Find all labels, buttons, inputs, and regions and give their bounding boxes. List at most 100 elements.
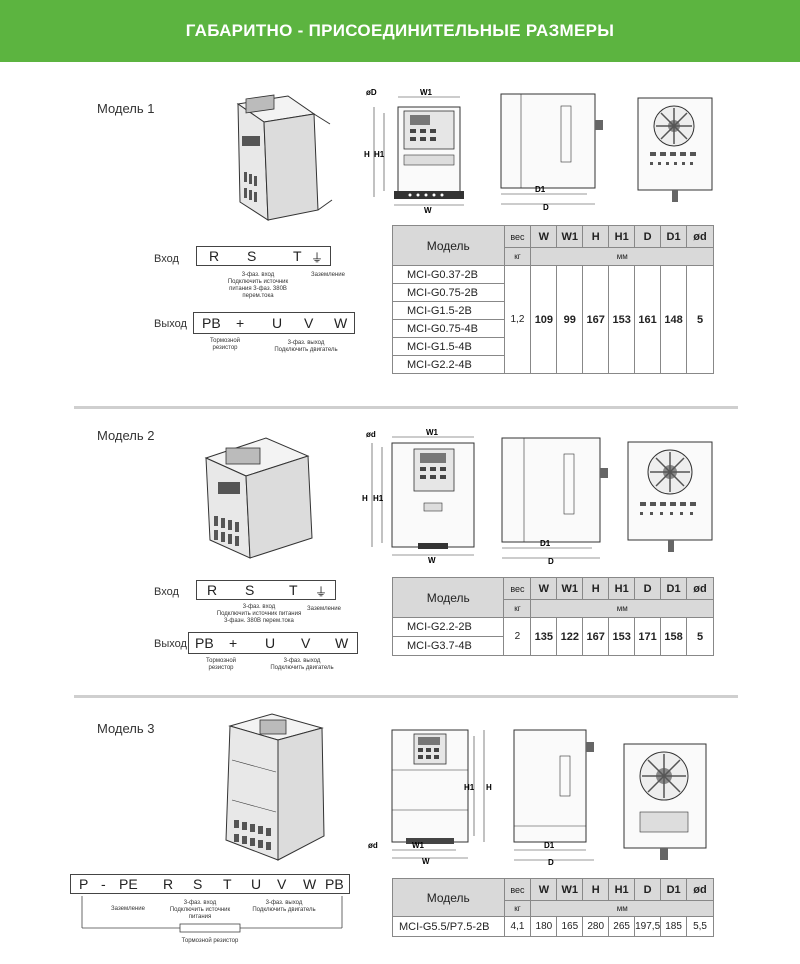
col-od: ød — [686, 878, 714, 901]
terminal-pb: PB — [195, 635, 214, 651]
table-row: MCI-G5.5/P7.5-2B — [392, 916, 505, 937]
svg-text:W: W — [422, 857, 430, 866]
svg-text:D: D — [548, 858, 554, 866]
cell-weight: 2 — [503, 617, 532, 656]
unit-kg: кг — [503, 599, 532, 618]
cell-w: 135 — [530, 617, 558, 656]
model3-device-illustration — [225, 713, 325, 861]
model2-input-terminal-block: R S T ⏚ — [196, 580, 336, 600]
model2-brake-note: Тормозной резистор — [205, 658, 237, 671]
svg-text:D: D — [548, 557, 554, 564]
cell-w: 180 — [530, 916, 558, 937]
unit-mm: мм — [530, 247, 714, 266]
model2-input-label: Вход — [154, 586, 179, 598]
model3-spec-table: Модель вес W W1 H H1 D D1 ød кг мм MCI-G… — [392, 878, 714, 937]
terminal-u: U — [272, 315, 283, 331]
cell-weight: 4,1 — [503, 916, 532, 937]
terminal-v: V — [304, 315, 314, 331]
model1-top-view — [637, 97, 713, 202]
model3-brake-wiring — [81, 896, 343, 933]
terminal-t: T — [289, 582, 298, 598]
svg-text:H: H — [362, 494, 368, 503]
col-h: H — [582, 577, 610, 600]
svg-text:H1: H1 — [373, 494, 384, 503]
section-divider — [74, 695, 738, 698]
col-d1: D1 — [660, 577, 688, 600]
model1-output-terminal-block: PB + U V W — [193, 312, 355, 334]
svg-text:ød: ød — [366, 430, 376, 439]
col-d: D — [634, 225, 662, 248]
model2-output-note: 3-фаз. выход Подключить двигатель — [270, 658, 334, 671]
col-weight: вес — [503, 577, 532, 600]
terminal-r: R — [207, 582, 218, 598]
model3-top-view — [623, 743, 707, 860]
model1-output-note: 3-фаз. выход Подключить двигатель — [274, 340, 338, 353]
model2-label: Модель 2 — [97, 428, 155, 443]
ground-icon: ⏚ — [311, 251, 324, 265]
terminal-s: S — [245, 582, 255, 598]
terminal-w: W — [334, 315, 348, 331]
table-row: MCI-G3.7-4B — [391, 636, 505, 656]
unit-mm: мм — [530, 900, 714, 917]
terminal-v: V — [301, 635, 311, 651]
cell-d1: 148 — [660, 265, 688, 374]
model3-input-note: 3-фаз. вход Подключить источник питания — [169, 900, 231, 920]
terminal-v: V — [277, 876, 287, 892]
dim-h1-label: H1 — [374, 150, 385, 159]
table-row: MCI-G2.2-4B — [392, 355, 505, 374]
cell-h: 167 — [582, 265, 610, 374]
col-w1: W1 — [556, 225, 584, 248]
header-banner: ГАБАРИТНО - ПРИСОЕДИНИТЕЛЬНЫЕ РАЗМЕРЫ — [0, 0, 800, 62]
table-row: MCI-G2.2-2B — [391, 617, 505, 637]
col-weight: вес — [503, 225, 532, 248]
model1-input-terminal-block: R S T ⏚ — [196, 246, 331, 266]
terminal-t: T — [293, 248, 302, 264]
col-d1: D1 — [660, 878, 688, 901]
terminal-w: W — [335, 635, 349, 651]
model1-label: Модель 1 — [97, 101, 155, 116]
terminal-t: T — [223, 876, 232, 892]
model2-top-view — [627, 441, 713, 552]
col-d: D — [634, 577, 662, 600]
model1-input-label: Вход — [154, 253, 179, 265]
cell-w1: 99 — [556, 265, 584, 374]
col-w1: W1 — [556, 878, 584, 901]
terminal-s: S — [247, 248, 257, 264]
cell-d1: 185 — [660, 916, 688, 937]
table-row: MCI-G1.5-4B — [392, 337, 505, 356]
model3-output-note: 3-фаз. выход Подключить двигатель — [252, 900, 316, 913]
cell-h1: 153 — [608, 265, 636, 374]
terminal-plus: + — [229, 635, 238, 651]
col-w: W — [530, 225, 558, 248]
model1-input-note: 3-фаз. вход Подключить источник питания … — [227, 272, 289, 299]
svg-text:W1: W1 — [426, 428, 439, 437]
col-weight: вес — [503, 878, 532, 901]
col-h: H — [582, 878, 610, 901]
terminal-minus: - — [101, 876, 106, 892]
terminal-u: U — [251, 876, 262, 892]
unit-kg: кг — [503, 247, 532, 266]
svg-text:øD: øD — [366, 88, 377, 97]
cell-d: 171 — [634, 617, 662, 656]
table-row: MCI-G1.5-2B — [392, 301, 505, 320]
table-row: MCI-G0.37-2B — [392, 265, 505, 284]
cell-weight: 1,2 — [503, 265, 532, 374]
terminal-pb: PB — [325, 876, 344, 892]
cell-d: 161 — [634, 265, 662, 374]
col-h1: H1 — [608, 577, 636, 600]
svg-text:H: H — [486, 783, 492, 792]
dim-d-label: D — [543, 203, 549, 210]
model1-side-view: D1 D — [500, 93, 603, 210]
terminal-p: P — [79, 876, 89, 892]
model2-output-terminal-block: PB + U V W — [188, 632, 358, 654]
table-row: MCI-G0.75-2B — [392, 283, 505, 302]
cell-od: 5 — [686, 265, 714, 374]
svg-text:H1: H1 — [464, 783, 475, 792]
cell-w1: 165 — [556, 916, 584, 937]
col-w1: W1 — [556, 577, 584, 600]
unit-mm: мм — [530, 599, 714, 618]
col-h: H — [582, 225, 610, 248]
cell-h: 280 — [582, 916, 610, 937]
cell-h: 167 — [582, 617, 610, 656]
terminal-s: S — [193, 876, 203, 892]
